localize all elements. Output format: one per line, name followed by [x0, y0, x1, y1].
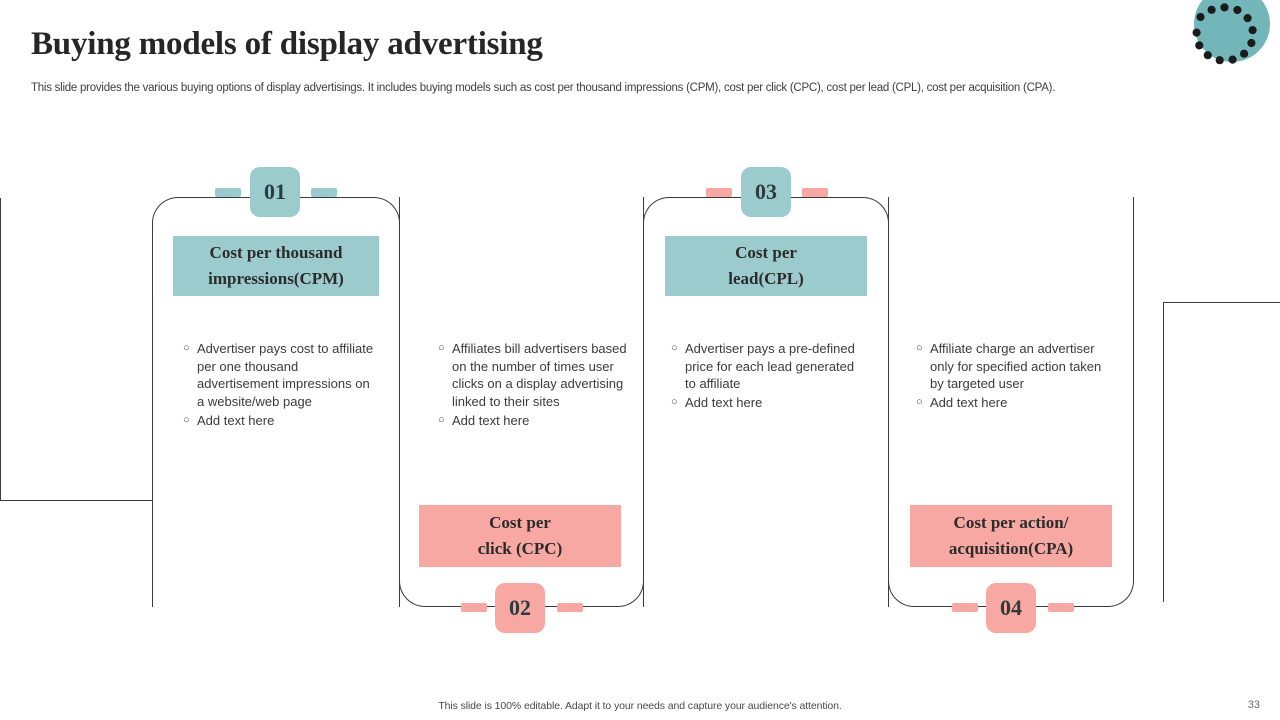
bullet-circle-icon: ○: [438, 342, 445, 354]
card-04-bullet-1: Affiliate charge an advertiser only for …: [930, 341, 1102, 392]
card-01-heading-line2: impressions(CPM): [208, 269, 344, 288]
card-03-bullet-2: Add text here: [685, 395, 763, 411]
list-item: ○ Affiliate charge an advertiser only fo…: [916, 340, 1111, 393]
list-item: ○ Advertiser pays a pre-defined price fo…: [671, 340, 861, 393]
page-subtitle: This slide provides the various buying o…: [31, 82, 1056, 94]
card-02-bullet-list: ○ Affiliates bill advertisers based on t…: [438, 340, 638, 430]
list-item: ○ Add text here: [438, 412, 638, 430]
card-01-heading-chip: Cost per thousand impressions(CPM): [173, 236, 379, 296]
card-04-bullet-2: Add text here: [930, 395, 1008, 411]
decorative-corner-line-left: [0, 198, 153, 501]
page-title: Buying models of display advertising: [31, 26, 543, 62]
page-number: 33: [1247, 699, 1260, 711]
card-03-connector-right: [802, 188, 828, 197]
list-item: ○ Add text here: [671, 394, 861, 412]
bullet-circle-icon: ○: [671, 342, 678, 354]
bullet-circle-icon: ○: [916, 396, 923, 409]
card-03-bullet-1: Advertiser pays a pre-defined price for …: [685, 341, 855, 392]
card-03-bullet-list: ○ Advertiser pays a pre-defined price fo…: [671, 340, 861, 413]
bullet-circle-icon: ○: [183, 342, 190, 354]
card-02-heading-chip: Cost per click (CPC): [419, 505, 621, 567]
card-01-bullet-2: Add text here: [197, 412, 275, 428]
card-04-connector-left: [952, 603, 978, 612]
card-02-number: 02: [509, 595, 531, 620]
card-02-heading-line2: click (CPC): [477, 539, 563, 558]
card-04-number: 04: [1000, 595, 1022, 620]
card-03-heading-chip: Cost per lead(CPL): [665, 236, 867, 296]
dotted-circle-ornament: [1170, 0, 1280, 91]
card-02-number-badge[interactable]: 02: [495, 583, 545, 633]
card-01-connector-right: [311, 188, 337, 197]
bullet-circle-icon: ○: [671, 396, 678, 409]
list-item: ○ Add text here: [916, 394, 1111, 412]
card-03-number-badge[interactable]: 03: [741, 167, 791, 217]
card-04-connector-right: [1048, 603, 1074, 612]
bullet-circle-icon: ○: [438, 413, 445, 426]
card-02-bullet-2: Add text here: [452, 412, 530, 428]
card-02-bullet-1: Affiliates bill advertisers based on the…: [452, 341, 627, 410]
card-03-number: 03: [755, 179, 777, 204]
card-04-heading-line2: acquisition(CPA): [948, 539, 1074, 558]
card-03-connector-left: [706, 188, 732, 197]
card-04-heading-chip: Cost per action/ acquisition(CPA): [910, 505, 1112, 567]
card-02-connector-left: [461, 603, 487, 612]
card-01-bullet-1: Advertiser pays cost to affiliate per on…: [197, 341, 374, 410]
bullet-circle-icon: ○: [183, 413, 190, 426]
list-item: ○ Advertiser pays cost to affiliate per …: [183, 340, 378, 411]
list-item: ○ Add text here: [183, 412, 378, 430]
card-01-heading-line1: Cost per thousand: [209, 242, 343, 262]
decorative-corner-line-right: [1163, 302, 1280, 602]
list-item: ○ Affiliates bill advertisers based on t…: [438, 340, 638, 411]
card-02-heading-line1: Cost per: [489, 512, 551, 532]
card-01-number: 01: [264, 179, 286, 204]
card-03-heading-line1: Cost per: [735, 242, 797, 262]
card-01-number-badge[interactable]: 01: [250, 167, 300, 217]
card-01-connector-left: [215, 188, 241, 197]
card-03-heading-line2: lead(CPL): [728, 269, 804, 288]
footer-note: This slide is 100% editable. Adapt it to…: [438, 700, 842, 712]
card-04-heading-line1: Cost per action/: [953, 512, 1069, 532]
card-04-number-badge[interactable]: 04: [986, 583, 1036, 633]
card-04-bullet-list: ○ Affiliate charge an advertiser only fo…: [916, 340, 1111, 413]
card-01-bullet-list: ○ Advertiser pays cost to affiliate per …: [183, 340, 378, 430]
bullet-circle-icon: ○: [916, 342, 923, 354]
card-02-connector-right: [557, 603, 583, 612]
